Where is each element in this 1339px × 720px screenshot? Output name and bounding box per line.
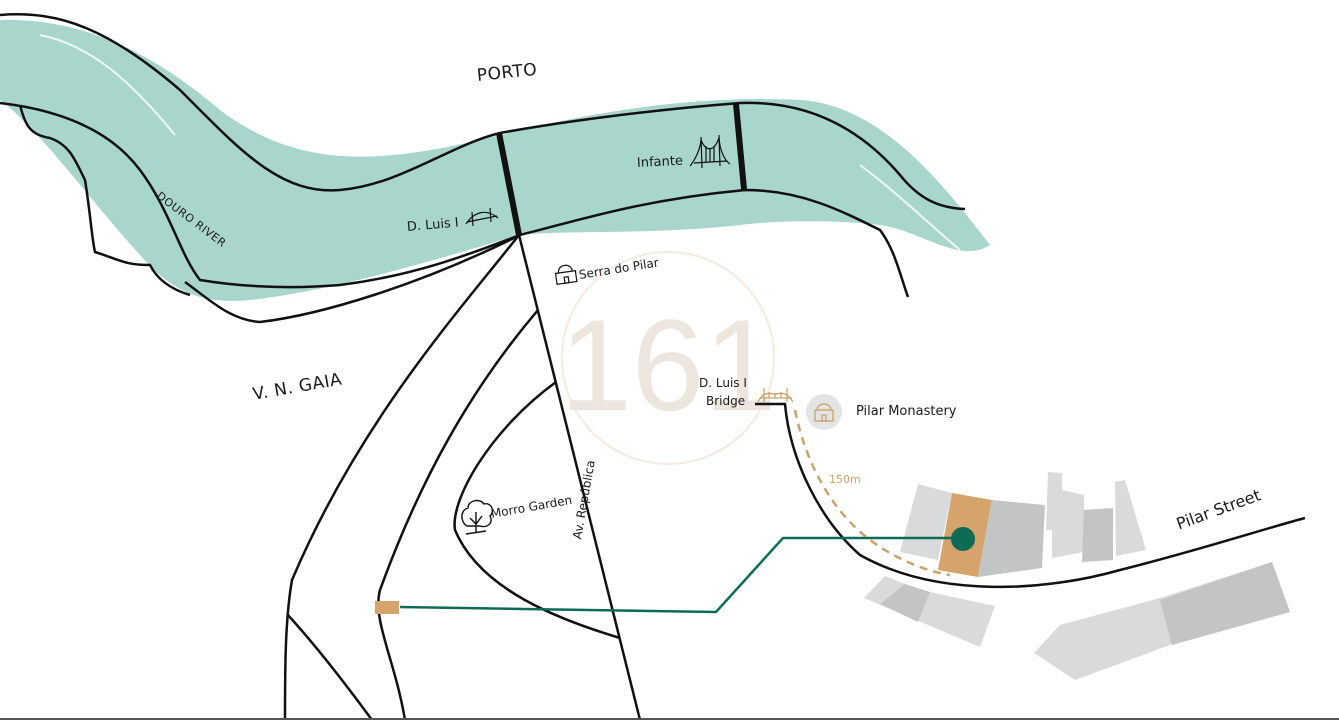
bridge-label-infante: Infante [636,153,684,171]
bottom-border [0,718,1339,720]
river-north-bank [0,13,966,211]
location-connector [399,536,962,614]
monastery-icon [814,403,834,422]
property-marker-small[interactable] [375,601,399,614]
monastery-icon [554,264,578,286]
watermark-circle [561,251,775,465]
bridge-callout-line2: Bridge [706,394,746,408]
distance-label: 150m [829,473,861,486]
infante-bridge-line [733,103,747,190]
bridge-icon [757,388,794,403]
d-luis-bridge-line [496,132,522,236]
buildings [864,472,1290,680]
river-south-bank [0,101,910,298]
bridge-icon [465,207,499,227]
watermark-text: 161 [560,292,777,438]
property-location-pin[interactable] [951,527,975,551]
landmark-label-pilar-monastery: Pilar Monastery [856,404,957,419]
bridge-callout-line1: D. Luis I [699,376,747,390]
douro-river [0,19,990,301]
tree-icon [461,499,494,535]
suspension-bridge-icon [689,134,731,169]
